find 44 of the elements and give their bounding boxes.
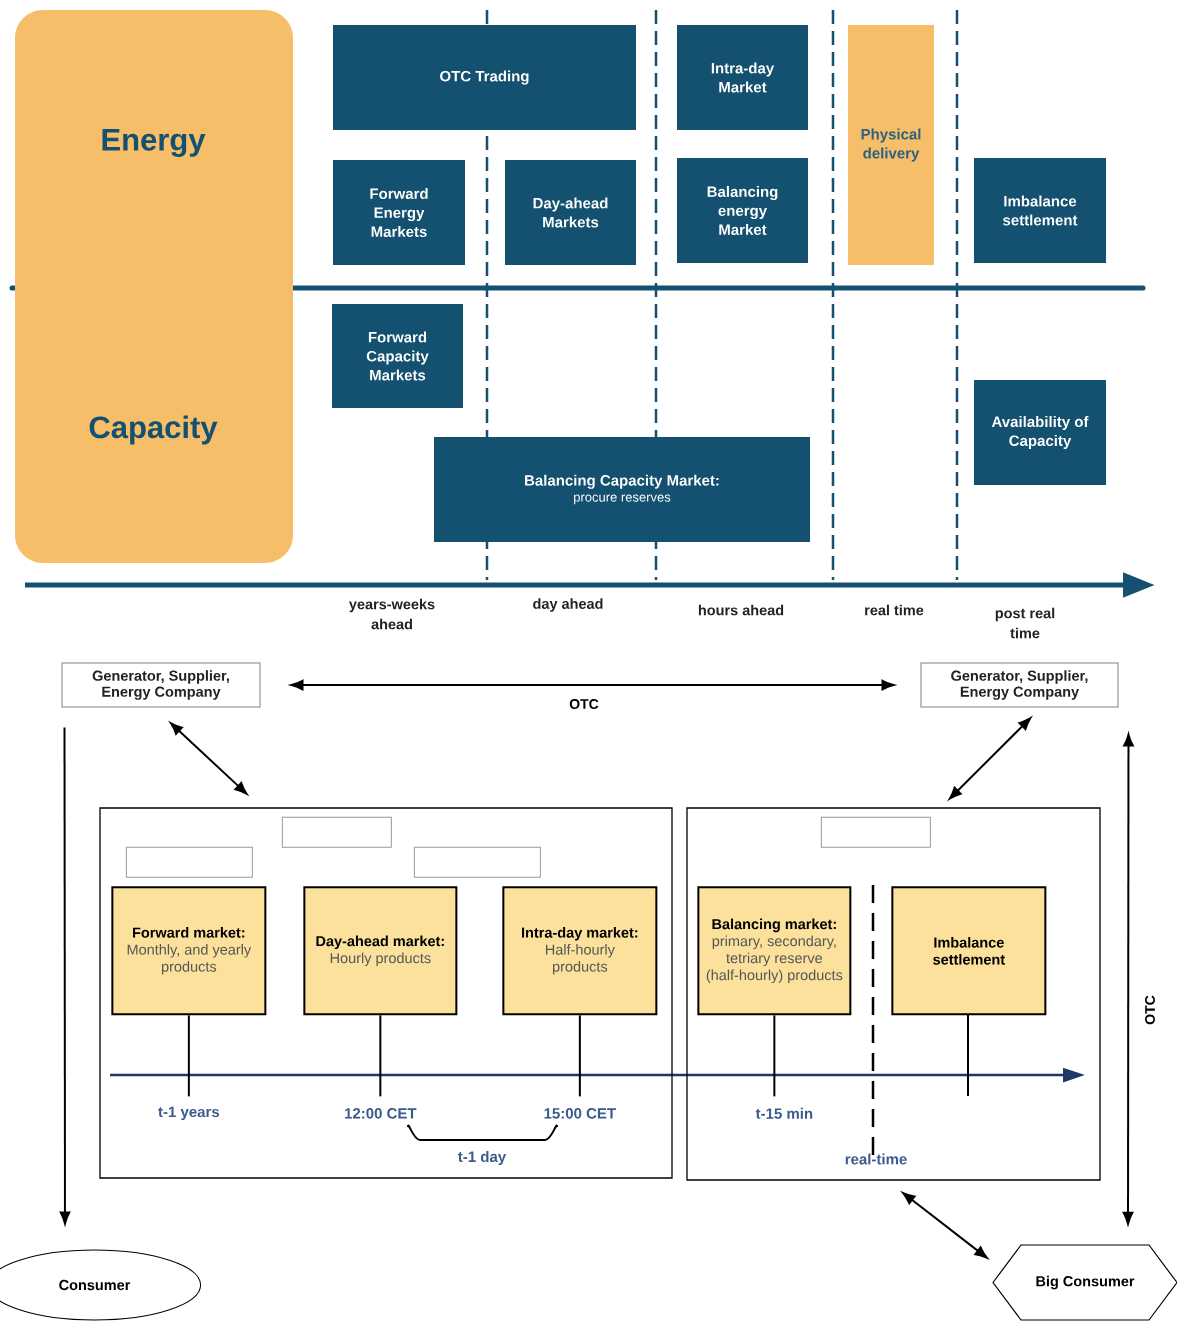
- time-label: 12:00 CET: [345, 1108, 417, 1119]
- market-box: Balancing market: primary, secondary, tetriary reserve (half-hourly) products: [697, 886, 852, 1016]
- market-box: Forward Capacity Markets: [332, 304, 463, 408]
- tag-box: [820, 816, 931, 848]
- group-frame: [686, 807, 1101, 1181]
- delivery-box: Physical delivery: [848, 25, 934, 265]
- edge-label: OTC: [1144, 994, 1156, 1026]
- arrow: [902, 1192, 988, 1259]
- market-box: Imbalance settlement: [974, 158, 1106, 263]
- market-box: Balancing energy Market: [677, 158, 808, 263]
- market-box: Intra-day Market: [677, 25, 808, 130]
- market-box: Day-ahead Markets: [505, 160, 636, 265]
- arrow: [290, 679, 895, 691]
- category-panel: Energy Capacity: [15, 10, 293, 563]
- actor-box: Generator, Supplier, Energy Company: [920, 662, 1119, 708]
- axis-label: real time: [865, 604, 924, 616]
- market-box: Forward market: Monthly, and yearly products: [111, 886, 267, 1016]
- market-box: Forward Energy Markets: [333, 160, 465, 265]
- time-label: 15:00 CET: [544, 1108, 616, 1119]
- tag-box: [125, 846, 253, 878]
- market-box: Intra-day market: Half-hourly products: [502, 886, 658, 1016]
- time-label: real-time: [845, 1153, 907, 1165]
- actor-box: Generator, Supplier, Energy Company: [61, 662, 261, 708]
- axis-label: post real time: [995, 607, 1055, 639]
- market-box: Availability of Capacity: [974, 380, 1106, 485]
- market-box: OTC Trading: [333, 25, 636, 130]
- consumer-hexagon: Big Consumer: [992, 1244, 1177, 1321]
- time-label: t-1 day: [458, 1151, 507, 1165]
- market-box: Balancing Capacity Market: procure reserves: [434, 437, 810, 542]
- axis-label: hours ahead: [698, 604, 784, 616]
- time-label: t-1 years: [158, 1106, 220, 1121]
- tag-box: [413, 846, 541, 878]
- arrow: [170, 722, 248, 795]
- market-box: Imbalance settlement: [891, 886, 1047, 1016]
- time-label: t-15 min: [755, 1107, 813, 1119]
- axis-label: day ahead: [533, 598, 603, 612]
- axis-label: years-weeks ahead: [349, 598, 435, 630]
- arrow: [948, 717, 1032, 800]
- group-frame: [99, 807, 673, 1179]
- arrow: [1122, 733, 1134, 1225]
- market-box: Day-ahead market: Hourly products: [303, 886, 458, 1016]
- tag-box: [281, 816, 392, 848]
- arrow: [59, 726, 71, 1225]
- edge-label: OTC: [568, 698, 600, 710]
